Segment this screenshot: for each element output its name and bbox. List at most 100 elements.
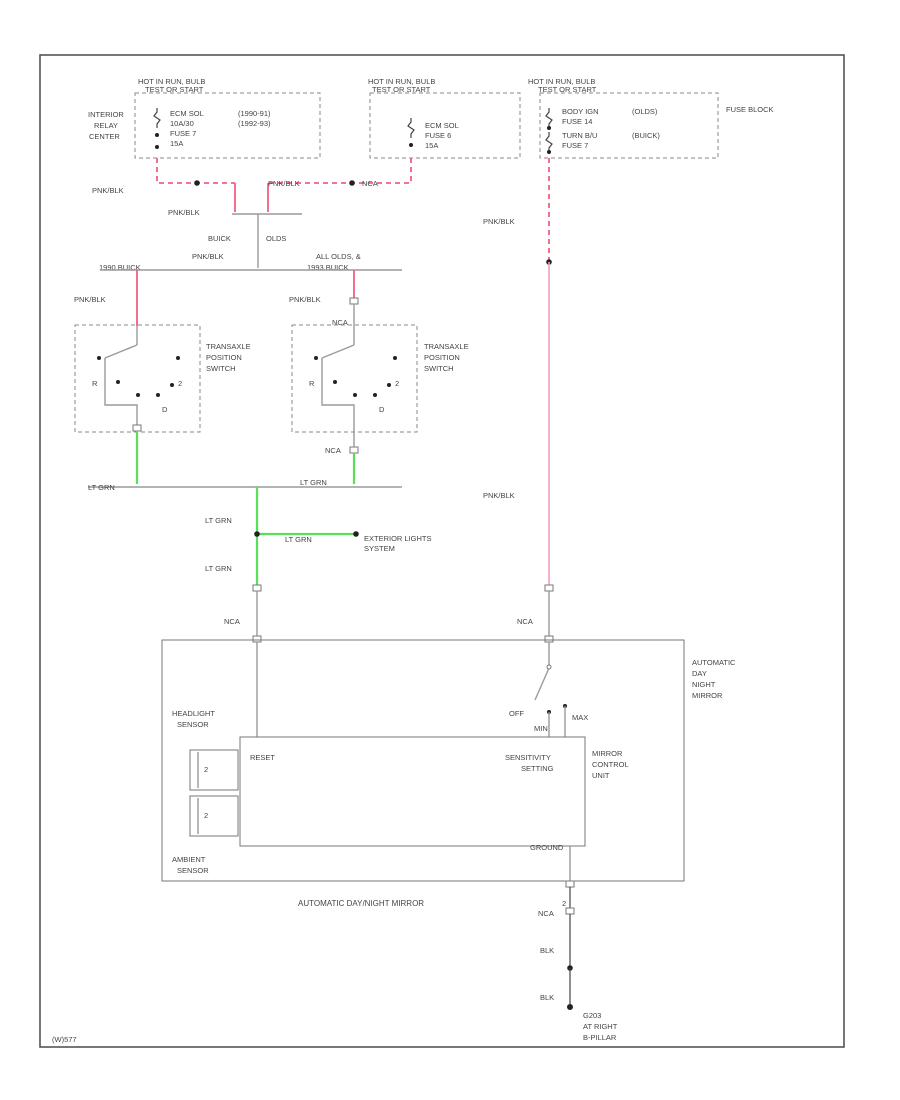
tps-1-label-a: TRANSAXLE <box>206 342 251 351</box>
tps-1-label-c: SWITCH <box>206 364 236 373</box>
hot-in-run-sub-3: TEST OR START <box>538 85 597 94</box>
fuse-dot-4 <box>547 126 551 130</box>
fuse-dot-5 <box>547 150 551 154</box>
svg-text:R: R <box>309 379 315 388</box>
svg-text:D: D <box>162 405 168 414</box>
fuse-7-label: FUSE 7 <box>170 129 196 138</box>
ambient-sensor-label-2: SENSOR <box>177 866 209 875</box>
ground-location-1: G203 <box>583 1011 601 1020</box>
headlight-sensor-label-2: SENSOR <box>177 720 209 729</box>
mirror-control-label-1: MIRROR <box>592 749 623 758</box>
sensor-pin-1: 2 <box>204 765 208 774</box>
fuse-symbol-3 <box>545 108 553 128</box>
footer-title: AUTOMATIC DAY/NIGHT MIRROR <box>298 899 424 908</box>
splice-dot-4 <box>353 531 359 537</box>
diagram-frame <box>39 54 845 1048</box>
connector-pin-pnk-1 <box>544 584 554 592</box>
connector-pin-pnk-2 <box>544 635 554 643</box>
fuse-symbol-4 <box>545 132 553 152</box>
fuse-dot-3 <box>409 143 413 147</box>
ground-location-3: B-PILLAR <box>583 1033 617 1042</box>
pnk-blk-label-1: PNK/BLK <box>92 186 124 195</box>
tps-switch-internals-1: R 2D <box>92 326 182 425</box>
connector-pin-tps1-bottom <box>132 424 142 432</box>
1993-buick-label: 1993 BUICK <box>307 263 349 272</box>
hot-in-run-sub-1: TEST OR START <box>145 85 204 94</box>
hot-in-run-label-1: HOT IN RUN, BULB <box>138 77 205 86</box>
body-ign-model: (OLDS) <box>632 107 658 116</box>
tps-switch-internals-2: R 2D <box>309 326 399 425</box>
connector-pin-lt-grn-2 <box>252 635 262 643</box>
buick-label: BUICK <box>208 234 231 243</box>
connector-pin-lt-grn-1 <box>252 584 262 592</box>
fuse-block-box-middle <box>369 92 521 159</box>
automatic-day-night-mirror-box <box>161 639 685 882</box>
lt-grn-label-2: LT GRN <box>300 478 327 487</box>
hot-in-run-sub-2: TEST OR START <box>372 85 431 94</box>
hot-in-run-label-3: HOT IN RUN, BULB <box>528 77 595 86</box>
ambient-sensor-label-1: AMBIENT <box>172 855 206 864</box>
splice-dot-2 <box>349 180 355 186</box>
mirror-control-unit-box <box>239 736 586 847</box>
mirror-control-label-3: UNIT <box>592 771 610 780</box>
fuse-symbol-2 <box>407 118 415 138</box>
pnk-blk-label-5: PNK/BLK <box>74 295 106 304</box>
olds-label: OLDS <box>266 234 286 243</box>
tps-1-label-b: POSITION <box>206 353 242 362</box>
fuse-block-box-right <box>539 92 719 159</box>
wire-pnk-blk-left-top <box>156 158 235 184</box>
ext-lights-label-2: SYSTEM <box>364 544 395 553</box>
splice-dot-3 <box>254 531 260 537</box>
nca-label-2: NCA <box>332 318 348 327</box>
svg-text:R: R <box>92 379 98 388</box>
body-ign-label: BODY IGN <box>562 107 599 116</box>
nca-label-3: NCA <box>325 446 341 455</box>
pnk-blk-label-right: PNK/BLK <box>483 217 515 226</box>
ground-pin-num: 2 <box>562 899 566 908</box>
lt-grn-label-5: LT GRN <box>205 564 232 573</box>
adn-label-4: MIRROR <box>692 691 723 700</box>
fuse-dot-1 <box>155 133 159 137</box>
nca-label-4: NCA <box>224 617 240 626</box>
mirror-control-label-2: CONTROL <box>592 760 629 769</box>
ecm-sol-label-1: ECM SOL <box>170 109 204 118</box>
blk-label-2: BLK <box>540 993 554 1002</box>
blk-label-1: BLK <box>540 946 554 955</box>
relay-center-label-1: INTERIOR <box>88 110 124 119</box>
connector-pin-tps2-bottom <box>349 446 359 454</box>
pnk-blk-label-3: PNK/BLK <box>168 208 200 217</box>
ecm-sol-label-2: ECM SOL <box>425 121 459 130</box>
sensitivity-label-2: SETTING <box>521 764 554 773</box>
mirror-switch-arm <box>534 667 550 701</box>
fuse-symbol-1 <box>153 108 161 128</box>
pnk-blk-label-6: PNK/BLK <box>289 295 321 304</box>
turn-bu-model: (BUICK) <box>632 131 660 140</box>
connector-pin-tps2-top <box>349 297 359 305</box>
connector-pin-ground-1 <box>565 880 575 888</box>
sensitivity-label-1: SENSITIVITY <box>505 753 551 762</box>
connector-pin-ground-2 <box>565 907 575 915</box>
tps-2-label-c: SWITCH <box>424 364 454 373</box>
ecm-sol-year-1b: (1992-93) <box>238 119 271 128</box>
sensor-pin-2: 2 <box>204 811 208 820</box>
fuse-14-label: FUSE 14 <box>562 117 592 126</box>
svg-text:2: 2 <box>178 379 182 388</box>
lt-grn-label-3: LT GRN <box>205 516 232 525</box>
svg-text:D: D <box>379 405 385 414</box>
lt-grn-label-1: LT GRN <box>88 483 115 492</box>
fuse-6-label: FUSE 6 <box>425 131 451 140</box>
adn-label-1: AUTOMATIC <box>692 658 736 667</box>
ground-label: GROUND <box>530 843 564 852</box>
all-olds-label: ALL OLDS, & <box>316 252 361 261</box>
headlight-sensor-element <box>189 749 239 791</box>
splice-dot-1 <box>194 180 200 186</box>
off-label: OFF <box>509 709 524 718</box>
turn-bu-label: TURN B/U <box>562 131 597 140</box>
svg-text:2: 2 <box>395 379 399 388</box>
lt-grn-label-4: LT GRN <box>285 535 312 544</box>
ground-location-2: AT RIGHT <box>583 1022 618 1031</box>
adn-label-2: DAY <box>692 669 707 678</box>
nca-label-6: NCA <box>538 909 554 918</box>
mirror-switch-pivot <box>546 664 552 670</box>
